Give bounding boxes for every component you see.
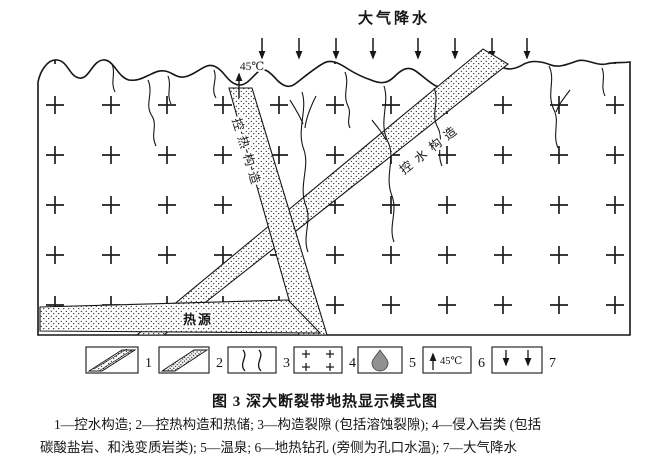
legend-item-2: 2 [158,346,223,374]
water-control-structure-band [135,48,509,336]
figure-caption: 图 3 深大断裂带地热显示模式图 [211,394,438,410]
legend-item-6: 45℃ 6 [422,346,485,374]
heat-control-structure-band [228,87,328,336]
legend-box [491,346,543,374]
legend-item-5: 5 [357,346,416,374]
legend: 1 2 3 4 5 45℃ 6 [85,346,556,374]
legend-item-4: 4 [293,346,356,374]
fracture-line [289,99,304,125]
legend-description: 1—控水构造; 2—控热构造和热储; 3—构造裂隙 (包括溶蚀裂隙); 4—侵入… [0,411,650,460]
fracture-lines-icon [241,349,262,372]
heat-source-label: 热源 [183,312,213,327]
legend-item-3: 3 [227,346,290,374]
legend-num: 2 [216,356,223,371]
fracture-line [555,89,571,113]
borehole-temp-label: 45℃ [240,61,265,73]
legend-num: 1 [145,356,152,371]
legend-num: 6 [478,356,485,371]
legend-borehole-temp: 45℃ [440,356,463,367]
legend-num: 7 [549,356,556,371]
hatch-lines [93,348,133,372]
fracture-line [300,91,309,253]
fracture-line [147,79,157,147]
legend-description-line-2: 碳酸盐岩、和浅变质岩类); 5—温泉; 6—地热钻孔 (旁侧为孔口水温); 7—… [40,439,517,455]
fracture-line [213,69,217,99]
fracture-line [111,63,116,93]
legend-num: 4 [349,356,356,371]
heat-control-band-icon [160,349,209,372]
legend-item-1: 1 [85,346,152,374]
legend-num: 3 [283,356,290,371]
precipitation-title: 大气降水 [358,9,430,27]
fracture-line [601,67,606,97]
legend-description-line-1: 1—控水构造; 2—控热构造和热储; 3—构造裂隙 (包括溶蚀裂隙); 4—侵入… [54,417,542,432]
fracture-line [548,65,559,149]
diagram-canvas: 大气降水 45℃ 控热构造 控水构造 [37,9,631,374]
fracture-lines [111,63,606,253]
legend-box [293,346,343,374]
precipitation-arrows [258,38,531,60]
fracture-line [344,71,351,129]
fracture-line [304,95,317,129]
legend-box [227,346,277,374]
legend-item-7: 7 [491,346,556,374]
heat-source-band [39,299,322,334]
fracture-line [167,75,172,105]
fracture-line [383,85,395,243]
legend-num: 5 [409,356,416,371]
fracture-line [371,119,387,141]
plus-pattern-icon [302,350,334,371]
fracture-line [433,87,443,167]
hot-spring-icon [371,349,389,372]
